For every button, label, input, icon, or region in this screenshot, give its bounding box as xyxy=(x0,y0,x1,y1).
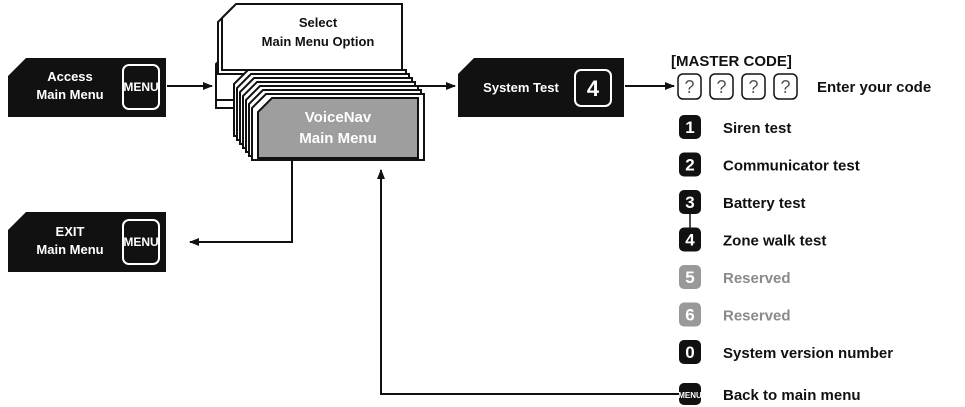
code-digit-3: ? xyxy=(748,77,758,97)
exit-main-menu-box[interactable]: EXIT Main Menu MENU xyxy=(8,212,166,272)
menu-option-0[interactable]: 0 System version number xyxy=(679,340,893,364)
voicenav-card-stack: VoiceNav Main Menu xyxy=(233,69,425,161)
option-key: 4 xyxy=(685,231,695,250)
master-code-label: [MASTER CODE] xyxy=(671,53,792,70)
option-key: 6 xyxy=(685,306,694,325)
option-key-badge xyxy=(679,302,701,327)
option-label: Reserved xyxy=(723,270,791,287)
back-label: Back to main menu xyxy=(723,387,861,404)
option-label: Reserved xyxy=(723,308,791,325)
system-test-box[interactable]: System Test 4 xyxy=(458,58,624,117)
option-label: Communicator test xyxy=(723,158,860,175)
option-key: 3 xyxy=(685,193,694,212)
code-digit-4: ? xyxy=(780,77,790,97)
option-key-badge xyxy=(679,115,701,139)
menu-option-6[interactable]: 6 Reserved xyxy=(679,302,791,327)
system-test-key: 4 xyxy=(587,76,600,101)
menu-option-1[interactable]: 1 Siren test xyxy=(679,115,791,139)
menu-option-4[interactable]: 4 Zone walk test xyxy=(679,227,826,252)
exit-line2: Main Menu xyxy=(36,242,103,257)
option-key-badge xyxy=(679,190,701,214)
code-digit-2: ? xyxy=(716,77,726,97)
menu-options-list: 1 Siren test 2 Communicator test 3 Battery te… xyxy=(679,115,893,364)
access-key-label: MENU xyxy=(123,80,158,94)
menu-option-3[interactable]: 3 Battery test xyxy=(679,190,806,214)
code-digit-boxes: ? ? ? ? xyxy=(677,73,798,100)
option-label: Battery test xyxy=(723,195,806,212)
option-label: Zone walk test xyxy=(723,233,826,250)
option-label: System version number xyxy=(723,345,893,362)
arrow-voicenav-to-exit xyxy=(189,160,293,246)
menu-key-icon: MENU xyxy=(122,219,160,265)
select-line2: Main Menu Option xyxy=(262,34,375,49)
system-test-label: System Test xyxy=(483,80,559,95)
enter-code-prompt: Enter your code xyxy=(817,79,931,96)
menu-option-5[interactable]: 5 Reserved xyxy=(679,265,791,289)
key-4-icon: 4 xyxy=(574,69,612,107)
back-to-main-menu-option[interactable]: MENU Back to main menu xyxy=(678,383,861,405)
access-line2: Main Menu xyxy=(36,87,103,102)
menu-key-icon: MENU xyxy=(122,64,160,110)
voicenav-line2: Main Menu xyxy=(299,130,377,147)
voicenav-line1: VoiceNav xyxy=(305,109,372,126)
code-digit-1: ? xyxy=(684,77,694,97)
option-label: Siren test xyxy=(723,120,791,137)
option-key-badge xyxy=(679,340,701,364)
option-key: 2 xyxy=(685,156,694,175)
option-key-badge xyxy=(679,265,701,289)
exit-key-label: MENU xyxy=(123,235,158,249)
select-line1: Select xyxy=(299,15,338,30)
access-line1: Access xyxy=(47,69,93,84)
option-key-badge xyxy=(679,227,701,252)
back-menu-key: MENU xyxy=(678,391,702,400)
menu-option-2[interactable]: 2 Communicator test xyxy=(679,152,860,177)
option-key-badge xyxy=(679,152,701,177)
exit-line1: EXIT xyxy=(56,224,85,239)
option-key: 0 xyxy=(685,343,694,362)
option-key: 5 xyxy=(685,268,694,287)
option-key: 1 xyxy=(685,118,694,137)
arrow-back-to-voicenav xyxy=(377,169,679,395)
access-main-menu-box[interactable]: Access Main Menu MENU xyxy=(8,58,166,117)
